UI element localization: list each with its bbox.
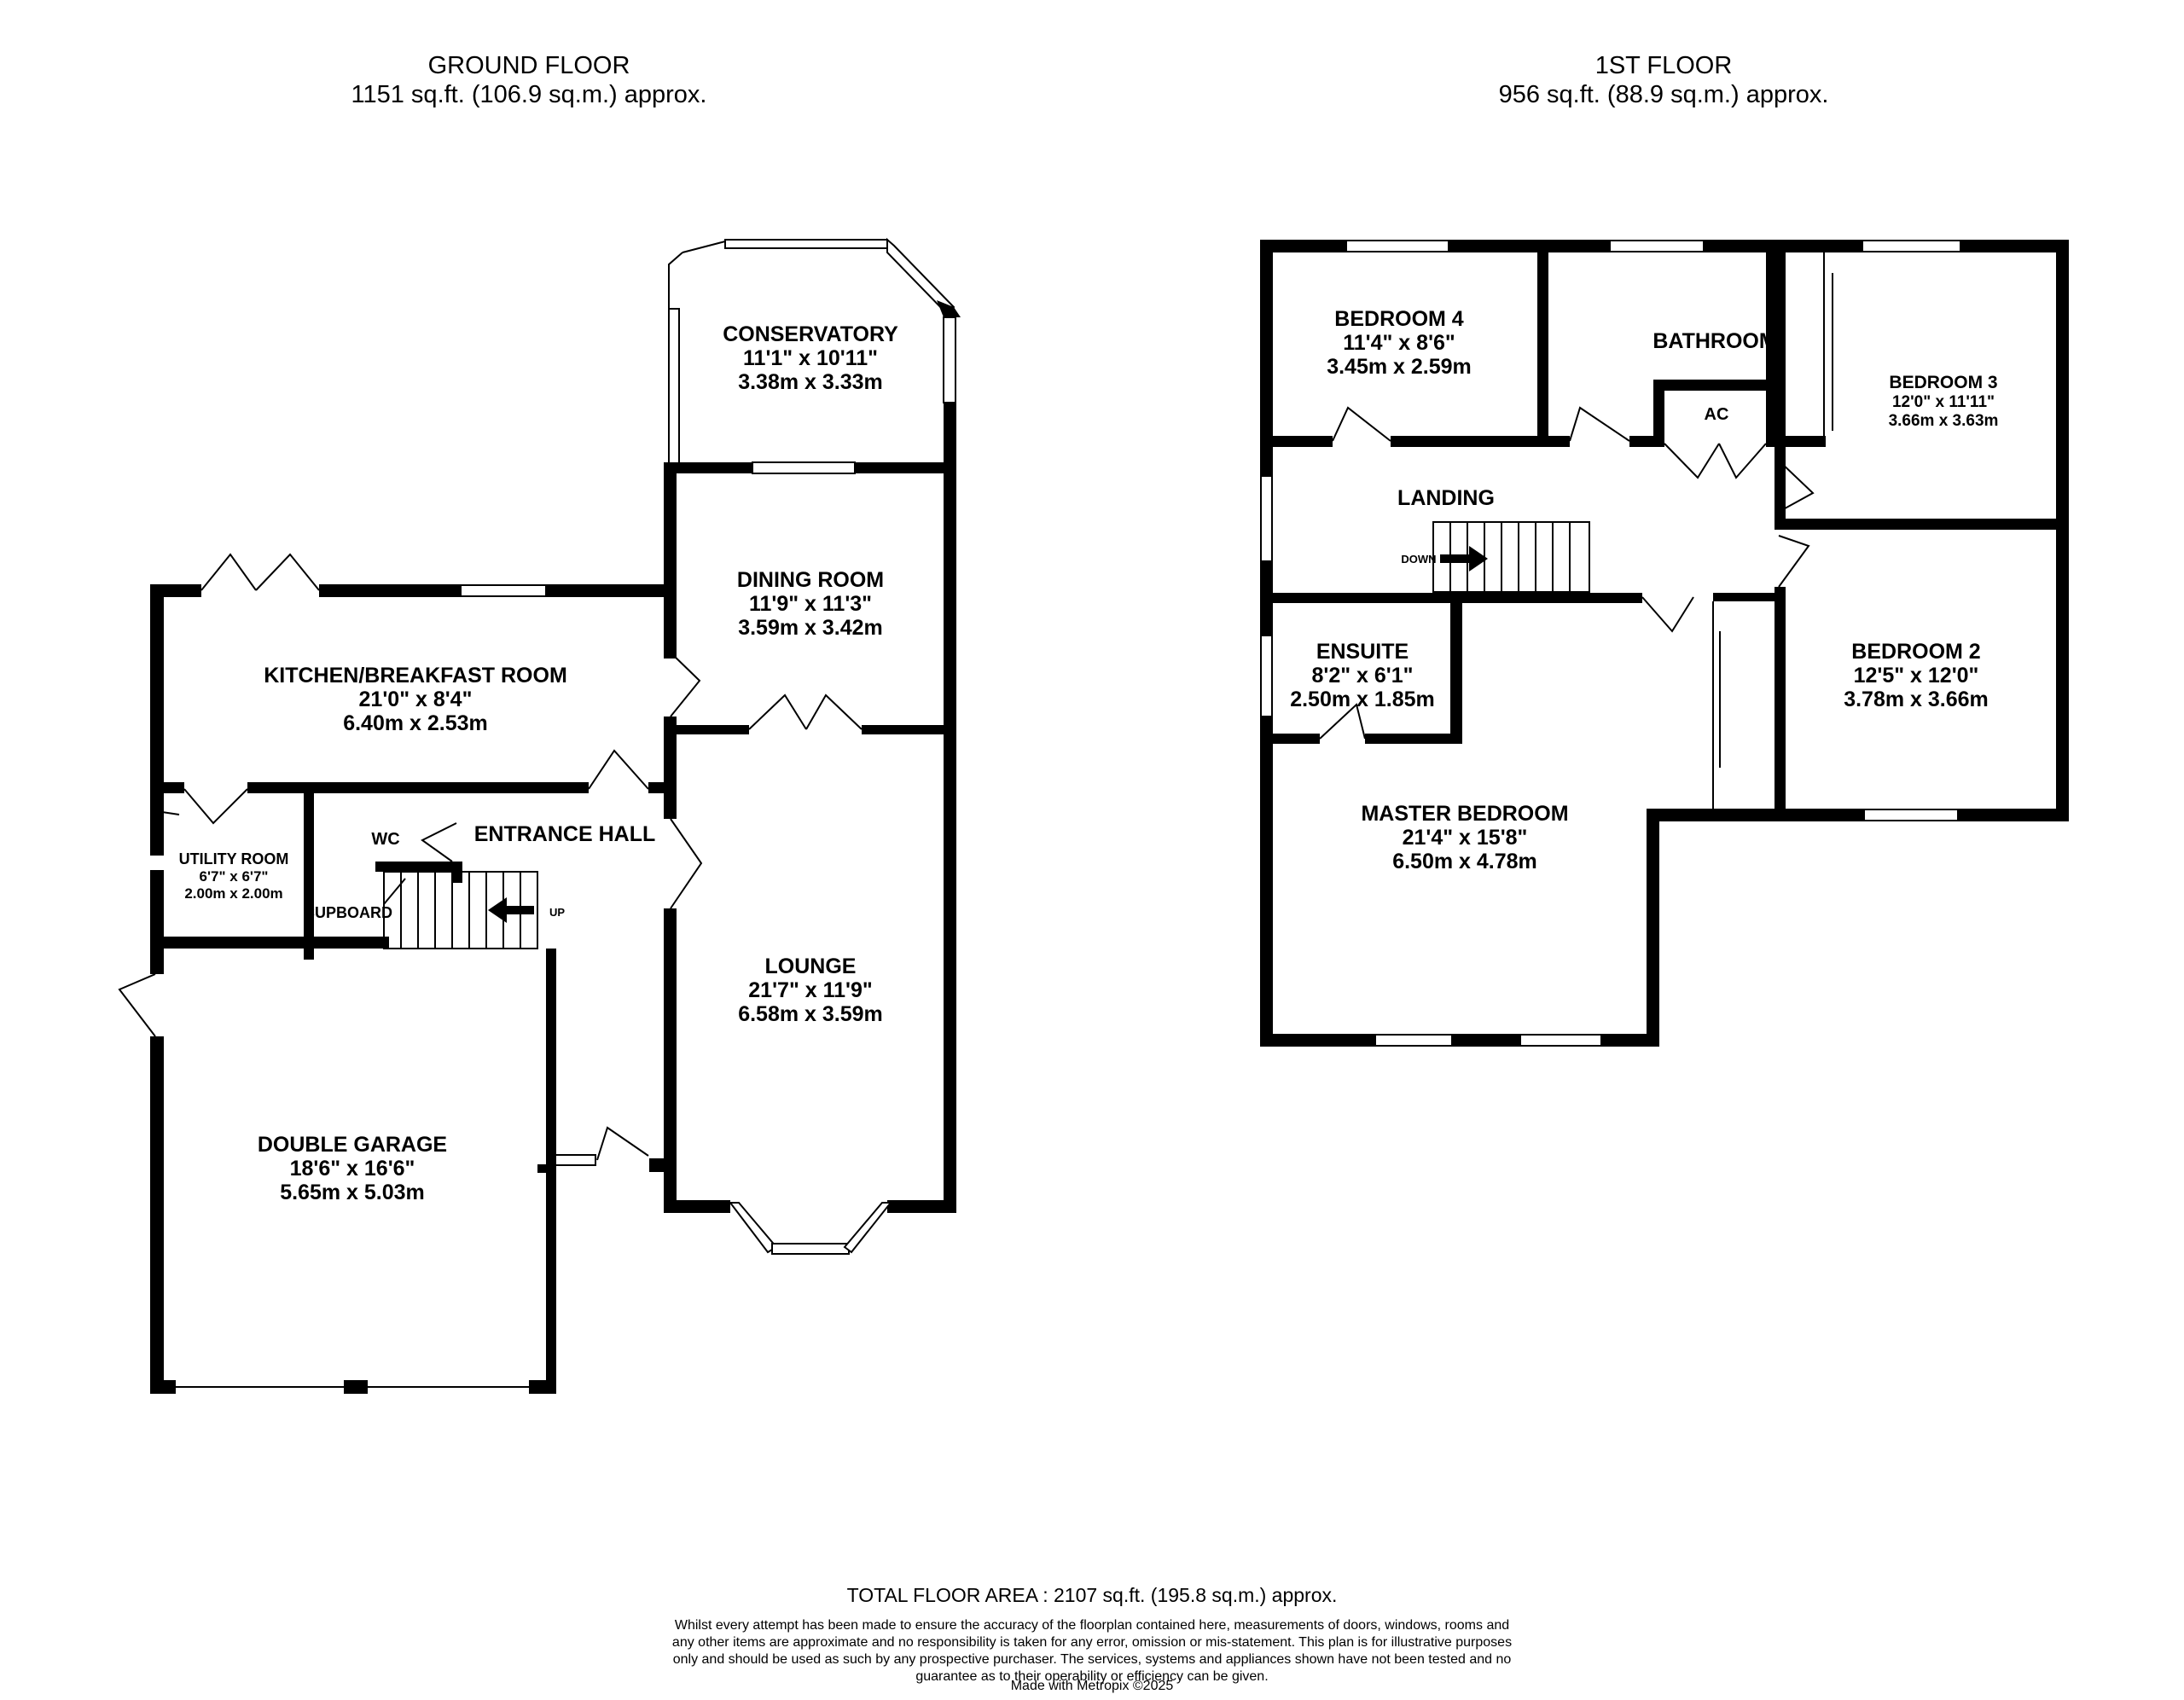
first-floor-area: 956 sq.ft. (88.9 sq.m.) approx.	[1498, 81, 1829, 108]
dining-metric: 3.59m x 3.42m	[738, 616, 883, 640]
window	[1863, 809, 1959, 821]
ground-floor-title: GROUND FLOOR	[427, 52, 630, 79]
ground-floor-plan	[118, 237, 961, 1394]
door-swing	[670, 818, 703, 909]
first-floor-heading: 1ST FLOOR 956 sq.ft. (88.9 sq.m.) approx…	[1365, 51, 1962, 109]
door-swing	[588, 749, 649, 790]
conservatory-imperial: 11'1" x 10'11"	[743, 346, 878, 370]
dining-name: DINING ROOM	[737, 568, 884, 592]
bedroom4-name: BEDROOM 4	[1334, 307, 1464, 331]
door-swing	[1641, 596, 1694, 633]
total-floor-area: TOTAL FLOOR AREA : 2107 sq.ft. (195.8 sq…	[846, 1584, 1338, 1606]
door-swing	[183, 788, 248, 825]
bedroom3-name: BEDROOM 3	[1889, 373, 1997, 392]
first-floor-labels: BEDROOM 4 11'4" x 8'6" 3.45m x 2.59m BAT…	[1290, 307, 1998, 873]
lounge-imperial: 21'7" x 11'9"	[748, 978, 872, 1002]
bay-window	[728, 1202, 778, 1254]
door-swing	[1778, 460, 1815, 513]
window	[1260, 635, 1273, 717]
stairs-down-label: DOWN	[1401, 553, 1436, 566]
door-swing	[1569, 406, 1630, 442]
bedroom4-metric: 3.45m x 2.59m	[1327, 355, 1472, 379]
bathroom-name: BATHROOM	[1653, 329, 1776, 353]
lounge-metric: 6.58m x 3.59m	[738, 1002, 883, 1026]
door-swing	[668, 241, 726, 309]
french-door-swing	[200, 553, 320, 591]
kitchen-name: KITCHEN/BREAKFAST ROOM	[264, 664, 567, 688]
entrance-hall-name: ENTRANCE HALL	[474, 822, 656, 846]
ac-door-swing	[1664, 443, 1767, 479]
bay-window	[843, 1202, 893, 1254]
ensuite-imperial: 8'2" x 6'1"	[1311, 664, 1413, 688]
door-swing	[596, 1126, 649, 1161]
first-floor-title: 1ST FLOOR	[1594, 52, 1733, 79]
kitchen-metric: 6.40m x 2.53m	[343, 711, 488, 735]
window	[1345, 240, 1449, 252]
window	[1862, 240, 1961, 252]
door-swing	[421, 822, 457, 862]
cupboard-name: CUPBOARD	[304, 904, 392, 921]
stairs-up-label: UP	[549, 906, 565, 919]
utility-name: UTILITY ROOM	[179, 850, 289, 867]
bedroom4-imperial: 11'4" x 8'6"	[1343, 331, 1455, 355]
door-swing	[161, 811, 180, 815]
door-swing	[1319, 703, 1366, 740]
ground-floor-labels: CONSERVATORY 11'1" x 10'11" 3.38m x 3.33…	[179, 322, 898, 1204]
bedroom3-metric: 3.66m x 3.63m	[1889, 412, 1999, 430]
window	[1374, 1034, 1453, 1047]
landing-name: LANDING	[1397, 486, 1495, 510]
door-swing	[1332, 406, 1391, 442]
bay-window	[771, 1243, 850, 1255]
ground-floor-stairs	[383, 871, 538, 949]
double-door-swing	[748, 693, 863, 730]
garage-imperial: 18'6" x 16'6"	[290, 1157, 415, 1181]
ground-floor-area: 1151 sq.ft. (106.9 sq.m.) approx.	[351, 81, 707, 108]
bedroom2-imperial: 12'5" x 12'0"	[1854, 664, 1979, 688]
utility-imperial: 6'7" x 6'7"	[200, 868, 269, 885]
first-floor-plan	[1260, 240, 2069, 1047]
master-bedroom-metric: 6.50m x 4.78m	[1392, 850, 1537, 873]
garage-name: DOUBLE GARAGE	[258, 1133, 447, 1157]
ac-name: AC	[1705, 405, 1729, 424]
window	[1519, 1034, 1602, 1047]
wc-name: WC	[371, 830, 399, 849]
bedroom2-name: BEDROOM 2	[1851, 640, 1980, 664]
kitchen-imperial: 21'0" x 8'4"	[359, 688, 473, 711]
utility-metric: 2.00m x 2.00m	[184, 885, 282, 902]
window	[943, 316, 956, 403]
door-swing	[118, 973, 156, 1037]
window	[552, 1154, 596, 1166]
disclaimer-text: Whilst every attempt has been made to en…	[671, 1618, 1513, 1684]
conservatory-metric: 3.38m x 3.33m	[738, 370, 883, 394]
conservatory-name: CONSERVATORY	[723, 322, 898, 346]
window	[886, 237, 956, 316]
window	[460, 584, 547, 597]
bedroom2-metric: 3.78m x 3.66m	[1844, 688, 1989, 711]
door-swing	[1778, 535, 1810, 588]
garage-metric: 5.65m x 5.03m	[280, 1181, 425, 1204]
window	[1260, 475, 1273, 562]
window	[1609, 240, 1705, 252]
window	[724, 239, 888, 249]
dining-imperial: 11'9" x 11'3"	[749, 592, 872, 616]
ensuite-metric: 2.50m x 1.85m	[1290, 688, 1435, 711]
metropix-credit: Made with Metropix ©2025	[1010, 1679, 1174, 1693]
ensuite-name: ENSUITE	[1316, 640, 1409, 664]
master-bedroom-name: MASTER BEDROOM	[1361, 802, 1568, 826]
bedroom3-imperial: 12'0" x 11'11"	[1892, 393, 1995, 411]
window	[668, 308, 680, 467]
lounge-name: LOUNGE	[765, 954, 857, 978]
master-bedroom-imperial: 21'4" x 15'8"	[1403, 826, 1528, 850]
door-swing	[670, 652, 701, 717]
first-floor-stairs	[1432, 521, 1590, 593]
ground-floor-heading: GROUND FLOOR 1151 sq.ft. (106.9 sq.m.) a…	[230, 51, 828, 109]
sliding-door	[752, 461, 856, 474]
